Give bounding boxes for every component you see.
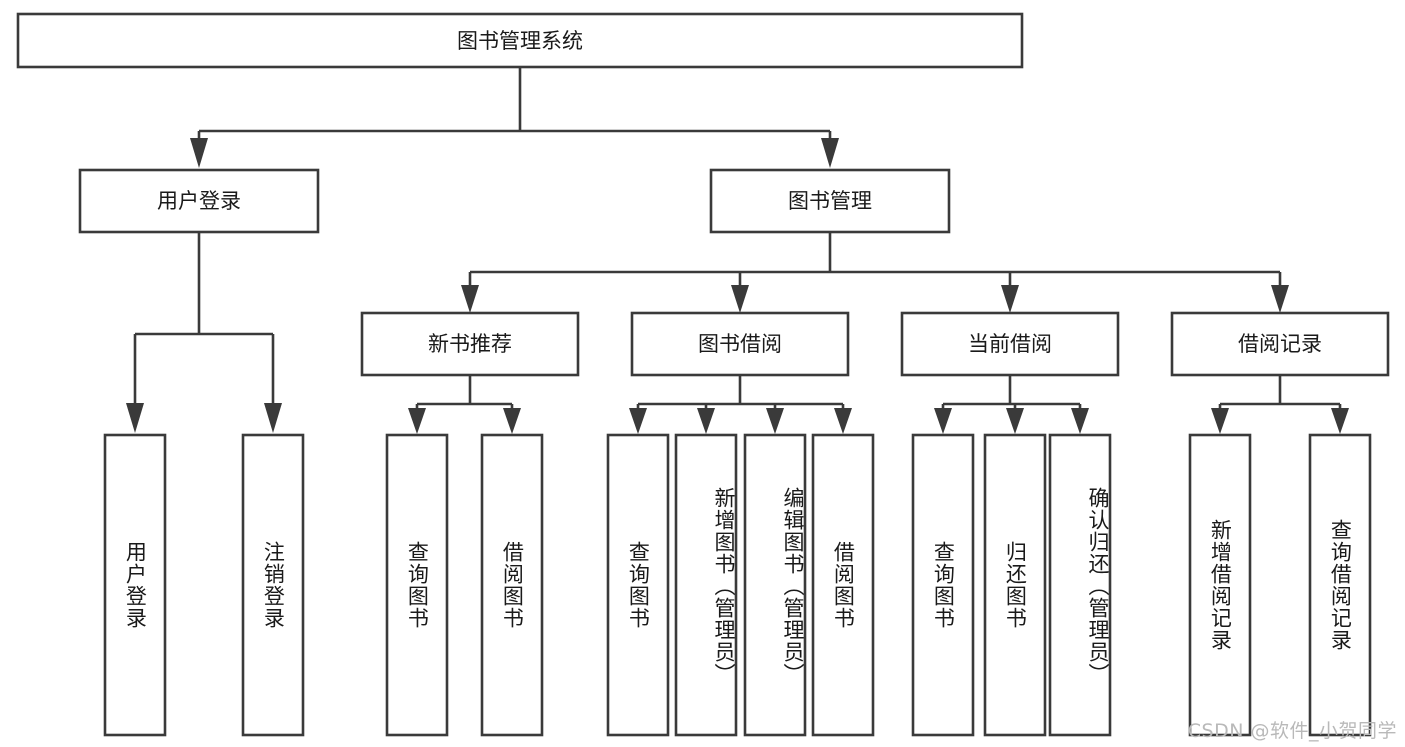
node-new-book-recommend-label: 新书推荐 xyxy=(428,332,512,356)
node-book-management-label: 图书管理 xyxy=(788,189,872,213)
arrow-head-book-borrow-leaf-2 xyxy=(697,408,715,434)
arrow-head-borrow-record xyxy=(1271,285,1289,313)
leaf-book-borrow-2[interactable] xyxy=(674,433,738,737)
node-current-borrow[interactable] xyxy=(900,311,1120,377)
node-current-borrow-label: 当前借阅 xyxy=(968,332,1052,356)
node-new-book-recommend[interactable] xyxy=(360,311,580,377)
leaf-current-borrow-3[interactable] xyxy=(1048,433,1112,737)
node-root-label: 图书管理系统 xyxy=(457,29,583,53)
connector-layer xyxy=(126,67,1349,434)
horizontal-label-layer: 图书管理系统 用户登录 图书管理 新书推荐 图书借阅 当前借阅 借阅记录 xyxy=(157,29,1322,356)
watermark-text: CSDN @软件_小贺同学 xyxy=(1187,720,1397,742)
leaf-user-login-2[interactable] xyxy=(241,433,305,737)
leaf-new-book-recommend-2[interactable] xyxy=(480,433,544,737)
leaf-current-borrow-2[interactable] xyxy=(983,433,1047,737)
node-user-login-label: 用户登录 xyxy=(157,189,241,213)
arrow-head-book-mgmt xyxy=(821,138,839,168)
arrow-head-current-borrow-leaf-1 xyxy=(934,408,952,434)
arrow-head-book-borrow xyxy=(731,285,749,313)
node-root[interactable] xyxy=(16,12,1024,69)
arrow-head-book-borrow-leaf-1 xyxy=(629,408,647,434)
leaf-user-login-1[interactable] xyxy=(103,433,167,737)
leaf-borrow-record-2[interactable] xyxy=(1308,433,1372,737)
arrow-head-book-borrow-leaf-4 xyxy=(834,408,852,434)
node-borrow-record[interactable] xyxy=(1170,311,1390,377)
leaf-book-borrow-1[interactable] xyxy=(606,433,670,737)
node-book-management[interactable] xyxy=(709,168,951,234)
arrow-head-user-login-leaf-1 xyxy=(126,403,144,433)
arrow-head-current-borrow xyxy=(1001,285,1019,313)
node-book-borrow-label: 图书借阅 xyxy=(698,332,782,356)
arrow-head-new-book-rec-leaf-1 xyxy=(408,408,426,434)
leaf-book-borrow-4[interactable] xyxy=(811,433,875,737)
arrow-head-user-login-leaf-2 xyxy=(264,403,282,433)
arrow-head-current-borrow-leaf-2 xyxy=(1006,408,1024,434)
node-book-borrow[interactable] xyxy=(630,311,850,377)
leaf-current-borrow-1[interactable] xyxy=(911,433,975,737)
leaf-borrow-record-1[interactable] xyxy=(1188,433,1252,737)
arrow-head-borrow-record-leaf-2 xyxy=(1331,408,1349,434)
arrow-head-book-borrow-leaf-3 xyxy=(766,408,784,434)
node-borrow-record-label: 借阅记录 xyxy=(1238,332,1322,356)
arrow-head-borrow-record-leaf-1 xyxy=(1211,408,1229,434)
node-layer xyxy=(16,12,1390,737)
arrow-head-new-book-rec-leaf-2 xyxy=(503,408,521,434)
leaf-book-borrow-3[interactable] xyxy=(743,433,807,737)
arrow-head-user-login xyxy=(190,138,208,168)
node-user-login[interactable] xyxy=(78,168,320,234)
arrow-head-new-book-rec xyxy=(461,285,479,313)
arrow-head-current-borrow-leaf-3 xyxy=(1071,408,1089,434)
leaf-new-book-recommend-1[interactable] xyxy=(385,433,449,737)
